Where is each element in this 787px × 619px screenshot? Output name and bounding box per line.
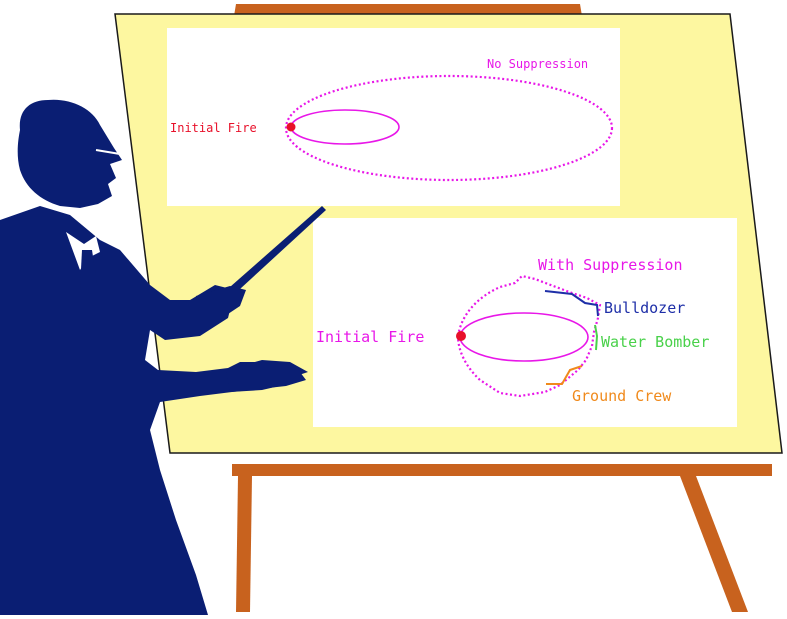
fire-origin-dot-top <box>286 122 296 132</box>
final-perimeter-no-suppression <box>284 74 614 182</box>
easel-top-bar <box>234 4 582 16</box>
presenter-eye-glasses <box>95 149 121 155</box>
pointer-stick <box>222 206 326 300</box>
with-suppression-label: With Suppression <box>538 256 683 274</box>
fire-origin-dot-bottom <box>456 331 466 341</box>
final-perimeter-with-suppression <box>456 274 602 398</box>
initial-fire-label-top: Initial Fire <box>170 121 257 135</box>
water-bomber-line <box>594 324 599 351</box>
easel-leg-right <box>680 476 748 612</box>
no-suppression-label: No Suppression <box>487 57 588 71</box>
bulldozer-label: Bulldozer <box>604 299 685 317</box>
easel-ledge <box>232 464 772 476</box>
presenter-hand-pointer <box>196 286 246 318</box>
initial-fire-label-bottom: Initial Fire <box>316 328 424 346</box>
presenter-tie <box>80 250 98 298</box>
presenter-hand-open <box>226 360 308 392</box>
water-bomber-label: Water Bomber <box>601 333 709 351</box>
ground-crew-line <box>546 365 583 385</box>
presenter-head <box>17 99 123 208</box>
panel-with-suppression <box>313 218 737 427</box>
bulldozer-line <box>544 290 599 317</box>
ground-crew-label: Ground Crew <box>572 387 672 405</box>
panel-no-suppression <box>167 28 620 206</box>
presenter-silhouette <box>0 99 326 615</box>
easel-leg-left <box>236 476 252 612</box>
